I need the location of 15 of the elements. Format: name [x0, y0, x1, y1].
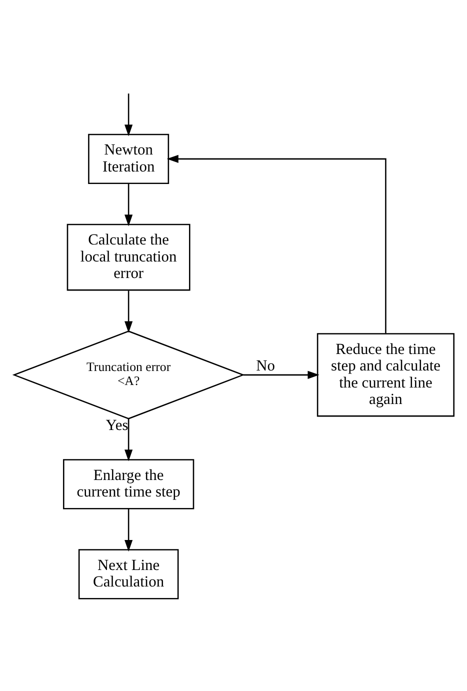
node-box: Enlarge the current time step — [62, 458, 194, 509]
node-diamond: Truncation error <A? — [12, 330, 244, 419]
node-box: Newton Iteration — [88, 133, 169, 184]
edge-label: Yes — [105, 416, 128, 434]
node-box: Next Line Calculation — [78, 548, 178, 599]
arrow — [124, 290, 132, 332]
arrow — [124, 93, 132, 136]
arrow — [124, 508, 132, 552]
arrow — [124, 418, 132, 461]
edge-label: No — [256, 357, 274, 374]
arrow — [242, 370, 319, 378]
node-box: Reduce the time step and calculate the current line again — [316, 332, 454, 416]
node-box: Calculate the local truncation error — [66, 223, 190, 290]
arrow — [166, 154, 386, 333]
arrow — [124, 183, 132, 226]
